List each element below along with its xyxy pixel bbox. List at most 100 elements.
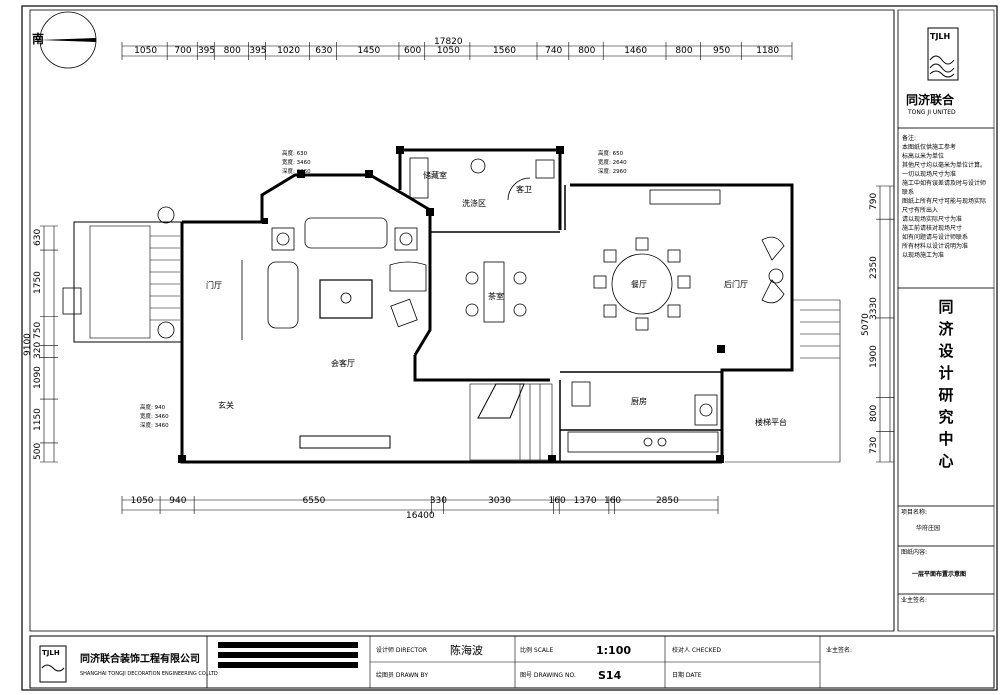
top-total-dim: 17820 — [434, 37, 463, 47]
top-dim-label: 1050 — [436, 46, 460, 56]
top-dim-label: 700 — [174, 46, 192, 56]
side-title-char: 计 — [938, 364, 954, 382]
scale-value: 1:100 — [596, 644, 632, 657]
date-label: 日期 DATE — [672, 672, 702, 679]
top-dim-label: 1050 — [134, 46, 158, 56]
bottom-dim-label: 940 — [169, 496, 187, 506]
living-furniture — [241, 217, 427, 340]
room-stair-platform: 楼梯平台 — [755, 418, 787, 427]
interior-walls — [430, 185, 722, 462]
top-dim-label: 1450 — [357, 46, 381, 56]
drawing-label: 图号 DRAWING NO. — [520, 672, 576, 679]
bottom-dim-label: 160 — [548, 496, 566, 506]
bottom-dim-label: 2850 — [655, 496, 679, 506]
side-title-char: 设 — [938, 342, 954, 360]
side-logo-badge — [927, 27, 959, 81]
company-en: SHANGHAI TONGJI DECORATION ENGINEERING C… — [80, 671, 218, 677]
side-title-char: 心 — [938, 452, 954, 470]
room-hall: 门厅 — [206, 281, 222, 290]
project-label: 项目名称: — [901, 509, 928, 516]
bottom-dim-label: 1050 — [130, 496, 154, 506]
side-logo-en: TONG JI UNITED — [908, 109, 956, 116]
right-dim-label: 2350 — [869, 256, 879, 279]
entry-stair — [73, 221, 183, 343]
drawn-label: 绘图员 DRAWN BY — [376, 672, 429, 679]
top-dim-label: 395 — [197, 46, 216, 56]
exterior-stair — [725, 299, 841, 463]
top-dim-label: 800 — [578, 46, 596, 56]
side-logo-text: TJLH — [930, 32, 951, 41]
bottom-dim-label: 330 — [429, 496, 447, 506]
spec-tag-living: 高度: 630 宽度: 3460 深度: 2960 — [282, 151, 311, 175]
side-notes: 备注: 本图纸仅供施工参考 标高以米为单位 其他尺寸均以毫米为单位计算。一切以现… — [902, 135, 987, 259]
left-dim-label: 750 — [33, 321, 43, 339]
left-dim-label: 1090 — [33, 365, 43, 389]
left-dim-label: 1150 — [33, 408, 43, 432]
drawing-value: S14 — [598, 669, 622, 682]
right-extra-dim: 3330 — [869, 297, 879, 320]
director-value: 陈海波 — [450, 644, 483, 657]
top-dim-label: 1560 — [493, 46, 516, 56]
side-title-char: 究 — [938, 408, 954, 426]
scale-label: 比例 SCALE — [520, 647, 554, 654]
right-dim-label: 730 — [869, 437, 879, 455]
top-dim-label: 1020 — [277, 46, 301, 56]
room-storage: 储藏室 — [423, 171, 447, 180]
room-living: 会客厅 — [331, 359, 355, 368]
director-label: 设计师 DIRECTOR — [376, 647, 428, 654]
bottom-logo-badge — [39, 645, 67, 683]
room-kitchen: 厨房 — [631, 397, 647, 406]
top-dim-label: 800 — [223, 46, 241, 56]
left-dim-label: 500 — [33, 443, 43, 461]
bottom-total-dim: 16400 — [406, 511, 435, 521]
room-laundry: 洗涤区 — [462, 199, 486, 208]
inner-frame — [29, 9, 895, 632]
wall-piers — [178, 146, 725, 463]
sign-label: 业主签名: — [826, 647, 853, 654]
kitchen-fixtures — [567, 381, 719, 453]
right-dim-label: 790 — [869, 193, 879, 211]
left-dim-label: 320 — [33, 342, 43, 360]
top-dim-label: 800 — [675, 46, 693, 56]
bottom-dim-label: 1370 — [573, 496, 597, 506]
top-dim-label: 740 — [545, 46, 563, 56]
side-title-char: 同 — [938, 298, 954, 316]
checked-label: 校对人 CHECKED — [672, 647, 721, 654]
inner-stair — [469, 383, 553, 461]
room-dining: 餐厅 — [631, 280, 647, 289]
room-foyer: 玄关 — [218, 401, 234, 410]
bottom-dim-label: 3030 — [488, 496, 511, 506]
walls — [180, 148, 794, 464]
bottom-logo-text: TJLH — [42, 649, 60, 657]
north-label: 南 — [32, 32, 45, 46]
top-dim-label: 1460 — [624, 46, 648, 56]
company-name: 同济联合装饰工程有限公司 — [80, 654, 200, 665]
room-guest-wc: 客卫 — [516, 185, 532, 194]
top-dim-label: 600 — [404, 46, 422, 56]
bottom-dim-label: 6550 — [302, 496, 326, 506]
right-dim-label: 800 — [869, 405, 879, 423]
left-total-dim: 9100 — [23, 333, 33, 356]
side-title-char: 济 — [938, 320, 954, 338]
spec-tag-foyer: 高度: 940 宽度: 3460 深度: 3460 — [140, 405, 169, 429]
title-block — [29, 635, 995, 689]
room-back-hall: 后门厅 — [724, 280, 748, 289]
dimension-ticks — [40, 42, 894, 514]
spec-tag-dining: 高度: 650 宽度: 2640 深度: 2960 — [598, 151, 627, 175]
top-dim-label: 630 — [315, 46, 333, 56]
content-label: 图纸内容: — [901, 549, 928, 556]
right-dim-label: 1900 — [869, 345, 879, 369]
bottom-dim-label: 160 — [603, 496, 622, 506]
side-title-char: 研 — [938, 386, 954, 404]
side-title-char: 中 — [938, 430, 954, 448]
top-dim-label: 1180 — [756, 46, 780, 56]
top-dim-label: 395 — [249, 46, 267, 56]
project-value: 华府庄园 — [916, 525, 941, 532]
tea-furniture — [465, 261, 527, 323]
top-dim-label: 950 — [713, 46, 731, 56]
side-title: 同济设计研究中心 — [936, 296, 956, 472]
dining-table — [593, 237, 691, 331]
remark-label: 业主签名: — [901, 597, 928, 604]
